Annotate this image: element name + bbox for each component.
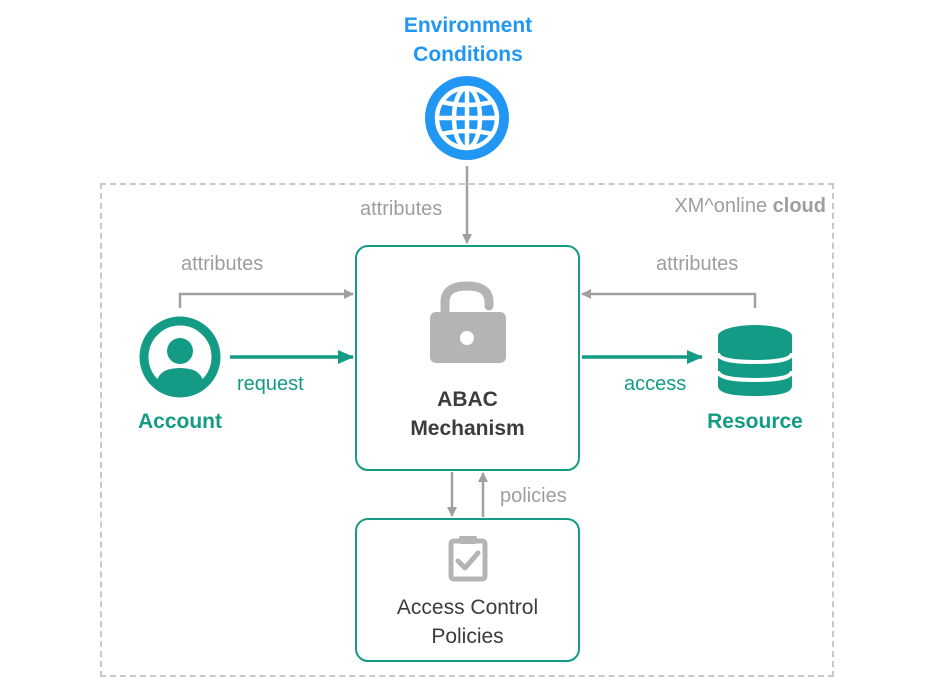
account-label: Account [138, 410, 222, 433]
globe-icon [425, 76, 509, 160]
policies-flow-label: policies [500, 485, 567, 507]
access-label: access [624, 373, 687, 395]
env-attributes-label: attributes [360, 198, 443, 220]
environment-title-line1: Environment [403, 14, 533, 37]
request-label: request [237, 373, 304, 395]
acp-label-line2: Policies [431, 625, 504, 648]
cloud-label-prefix: XM^online [674, 195, 768, 217]
database-icon [716, 325, 794, 396]
cloud-label-bold: cloud [772, 195, 826, 217]
resource-attributes-arrow [581, 289, 757, 308]
access-control-policies-label: Access Control Policies [355, 593, 580, 651]
acp-label-line1: Access Control [396, 596, 539, 619]
account-attributes-label: attributes [181, 253, 264, 275]
abac-label-line2: Mechanism [410, 417, 525, 440]
lock-open-icon [430, 281, 506, 363]
environment-title-line2: Conditions [413, 43, 523, 66]
resource-attributes-label: attributes [656, 253, 739, 275]
cloud-label: XM^online cloud [674, 195, 826, 218]
clipboard-check-icon [448, 536, 488, 582]
abac-label-line1: ABAC [437, 388, 498, 411]
abac-mechanism-label: ABAC Mechanism [355, 385, 580, 443]
environment-conditions-title: Environment Conditions [368, 11, 568, 69]
account-attributes-arrow [178, 289, 354, 308]
resource-label: Resource [707, 410, 803, 433]
user-circle-icon [139, 316, 221, 398]
